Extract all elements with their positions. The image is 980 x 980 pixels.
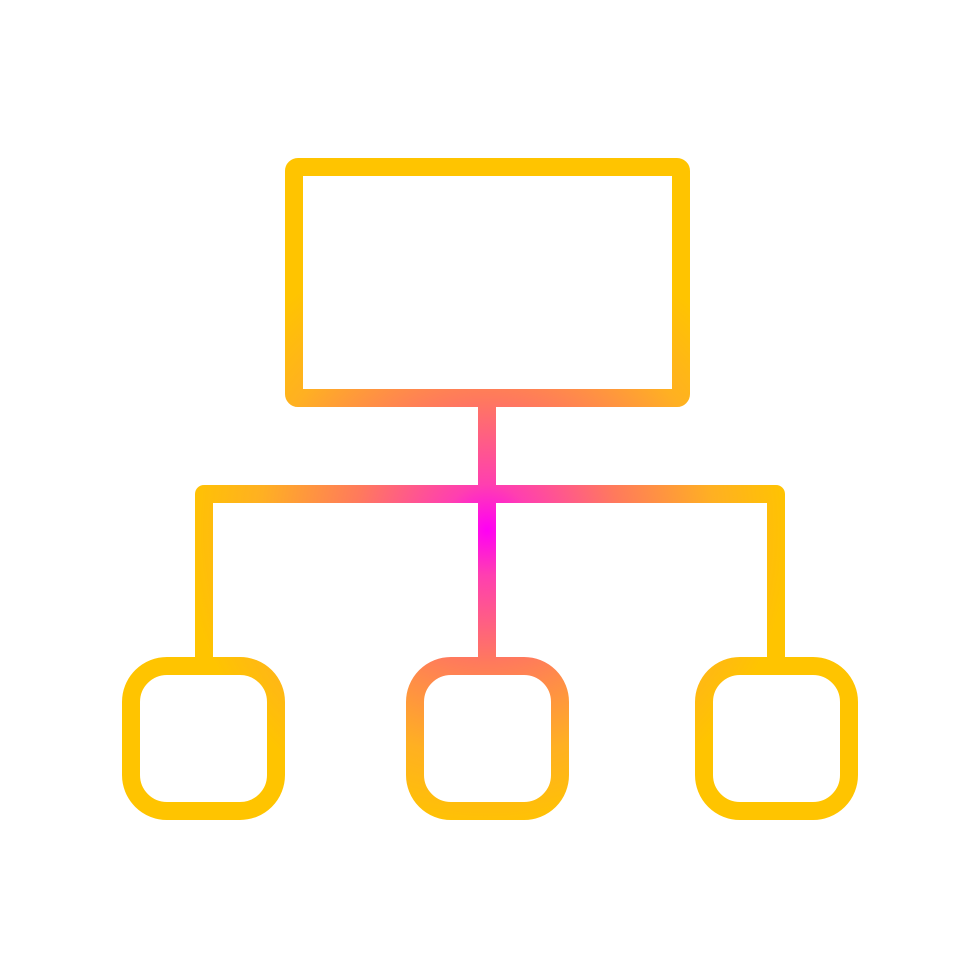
child-node-left (122, 657, 285, 820)
branch-connector (195, 485, 785, 675)
child-node-center (406, 657, 569, 820)
parent-node-box (285, 158, 690, 407)
child-node-right (695, 657, 858, 820)
